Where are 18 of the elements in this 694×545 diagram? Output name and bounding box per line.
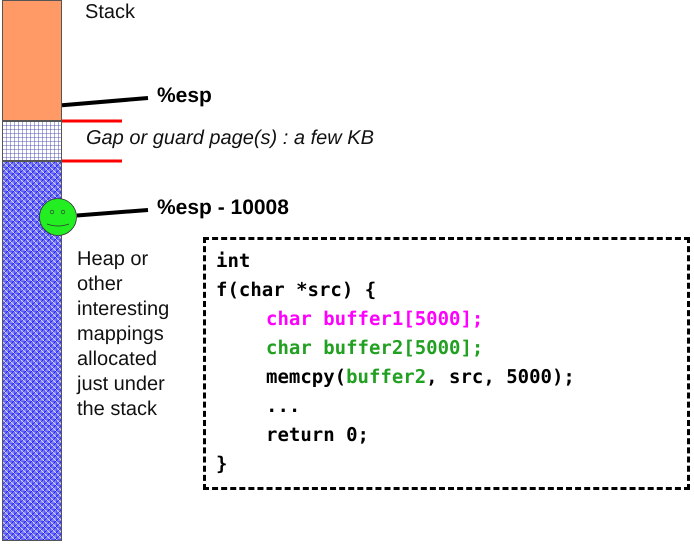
code-text: , src, 5000); — [426, 366, 575, 388]
code-text: } — [216, 453, 228, 475]
register-label: %esp - 10008 — [157, 196, 289, 219]
region-label: Gap or guard page(s) : a few KB — [86, 126, 375, 150]
code-text: int — [216, 250, 250, 272]
code-text: char buffer1[5000]; — [266, 308, 484, 330]
code-text: ... — [266, 395, 300, 417]
leader-line — [76, 208, 148, 218]
code-text: buffer2 — [346, 366, 426, 388]
code-text: memcpy( — [266, 366, 346, 388]
code-text: return 0; — [266, 424, 369, 446]
code-text: char buffer2[5000]; — [266, 337, 484, 359]
code-box — [203, 237, 690, 490]
code-text: f(char *src) { — [216, 279, 376, 301]
register-label: %esp — [157, 84, 212, 107]
leader-line — [62, 96, 148, 108]
region-label: Stack — [85, 0, 136, 24]
region-description: Heap or other interesting mappings allocated just under the stack — [77, 247, 170, 422]
